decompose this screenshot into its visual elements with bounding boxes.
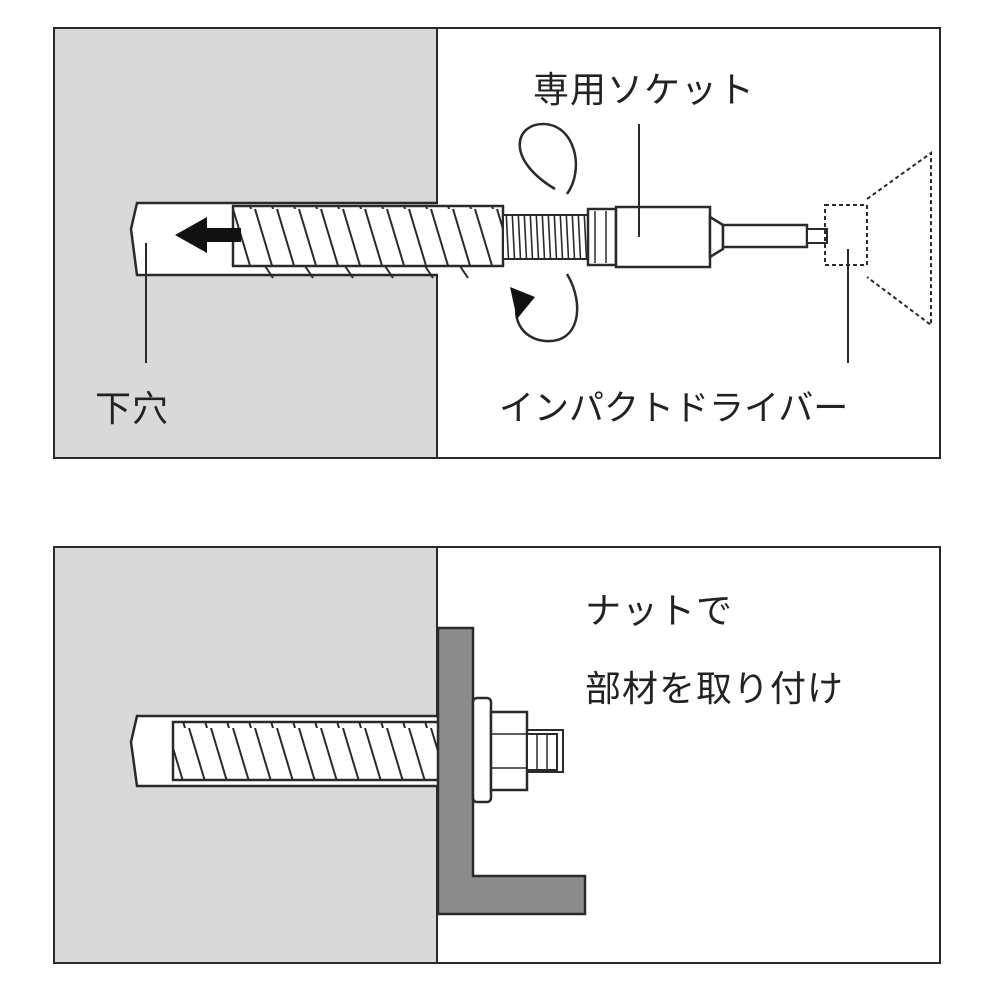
mounting-panel: ナットで 部材を取り付け — [53, 546, 941, 964]
stud-end — [526, 733, 558, 771]
dedicated-socket — [586, 205, 828, 269]
impact-driver — [824, 151, 932, 327]
nut-caption-line2: 部材を取り付け — [585, 669, 845, 710]
anchor-sleeve — [171, 720, 445, 782]
pilot-hole-label: 下穴 — [95, 389, 170, 430]
installation-diagram — [129, 122, 932, 363]
installation-panel: 専用ソケット 下穴 インパクトドライバー — [53, 27, 941, 459]
insertion-arrow-icon — [175, 217, 241, 253]
hex-nut — [489, 710, 529, 792]
anchor-sleeve — [231, 204, 505, 279]
washer — [471, 696, 493, 804]
impact-driver-label: インパクトドライバー — [499, 389, 849, 429]
rotation-arrow-icon — [510, 122, 579, 343]
nut-caption-line1: ナットで — [585, 591, 734, 632]
threaded-stud — [502, 214, 589, 260]
socket-label: 専用ソケット — [533, 70, 756, 111]
mounting-diagram — [129, 626, 587, 916]
angle-bracket — [436, 626, 587, 916]
